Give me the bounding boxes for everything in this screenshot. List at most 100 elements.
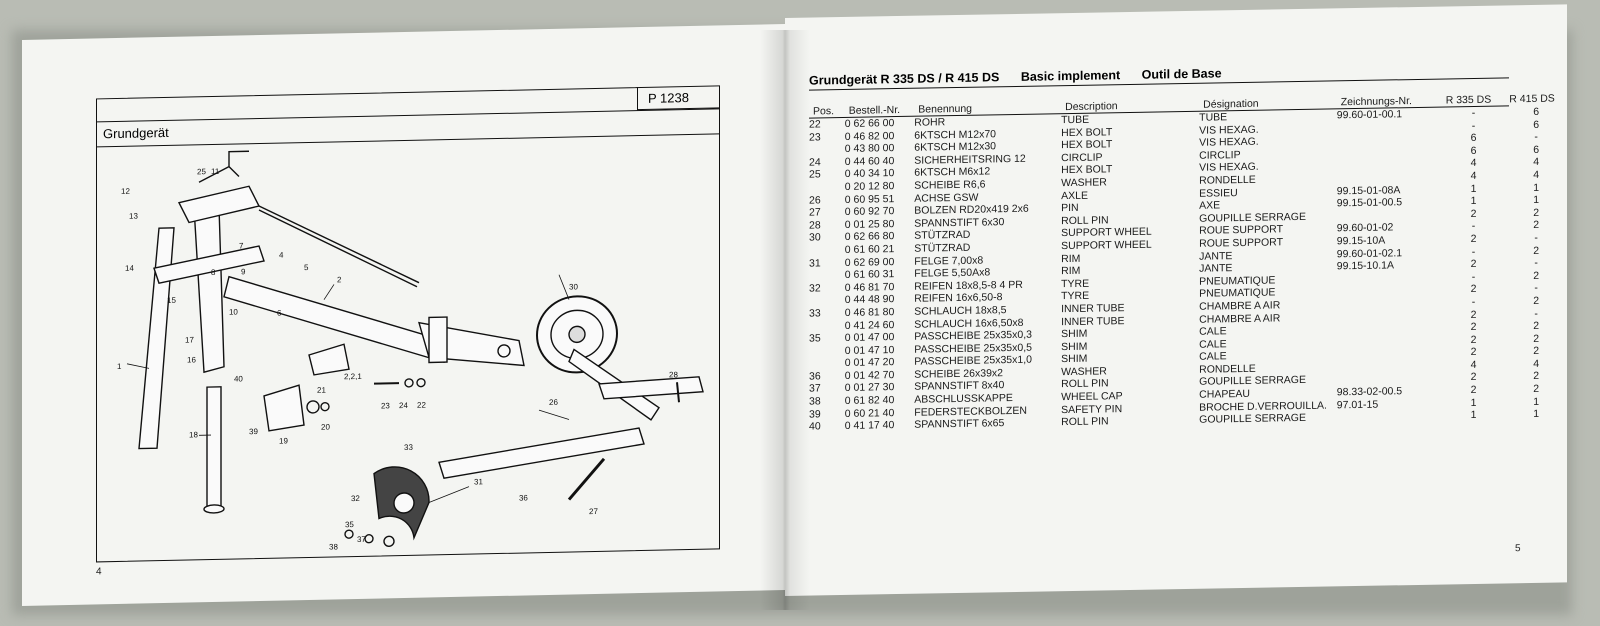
cell-order-no: 0 44 48 90 [844,293,895,307]
cell-pos [809,345,845,358]
svg-text:31: 31 [474,477,483,486]
svg-text:15: 15 [167,296,176,305]
cell-qty-r335: 4 [1470,358,1477,371]
cell-qty-r415: 2 [1533,319,1540,333]
cell-order-no: 0 62 66 80 [844,230,895,244]
svg-text:25: 25 [197,167,206,176]
cell-order-no: 0 44 60 40 [844,154,895,168]
cell-qty-r415: 6 [1533,143,1540,156]
cell-pos [809,269,845,282]
cell-pos [809,357,845,370]
svg-text:10: 10 [229,307,238,316]
svg-text:23: 23 [381,401,390,410]
cell-order-no: 0 46 81 80 [844,305,895,319]
col-header-r335: R 335 DS [1445,93,1492,106]
svg-text:20: 20 [321,423,330,432]
cell-order-no: 0 61 60 31 [844,268,895,282]
svg-text:26: 26 [549,398,558,407]
crank [198,150,249,183]
cell-pos: 22 [809,118,821,131]
cell-order-no: 0 46 81 70 [844,280,895,294]
cell-designation: GOUPILLE SERRAGE [1199,412,1306,427]
support-leg [206,386,222,508]
cell-qty-r335: 1 [1470,182,1477,195]
cell-order-no: 0 43 80 00 [844,142,895,156]
cell-qty-r335: - [1471,295,1476,308]
pin [567,457,606,501]
cell-qty-r335: - [1471,270,1476,283]
cell-order-no: 0 20 12 80 [844,180,895,193]
cell-order-no: 0 40 34 10 [844,167,895,181]
svg-text:17: 17 [185,335,194,344]
cell-qty-r415: 2 [1533,382,1540,396]
svg-text:12: 12 [121,187,130,196]
cell-drawing-no [1337,410,1442,424]
cell-pos: 30 [809,231,821,244]
cell-order-no: 0 01 47 00 [844,331,895,345]
cell-pos: 26 [809,193,821,207]
cell-pos: 32 [809,282,821,295]
cell-qty-r415: 4 [1533,357,1540,370]
cell-qty-r335: 2 [1470,383,1477,397]
frame-leg [138,227,175,450]
cell-order-no: 0 60 92 70 [844,205,895,219]
book-gutter [760,30,810,610]
cell-qty-r335: - [1471,119,1476,132]
cell-qty-r415: 2 [1533,206,1540,219]
cell-qty-r335: 6 [1470,132,1477,145]
cell-order-no: 0 01 47 10 [844,343,895,357]
frame-upright [193,206,225,374]
svg-text:36: 36 [519,493,528,502]
cell-qty-r335: 4 [1470,157,1477,170]
svg-text:38: 38 [329,542,338,551]
cell-qty-r415: - [1534,131,1538,144]
cell-pos: 35 [809,332,821,345]
cell-qty-r335: 2 [1470,283,1477,296]
svg-text:33: 33 [404,443,413,452]
svg-text:24: 24 [399,401,408,410]
drawing-frame: Grundgerät P 1238 [96,85,720,563]
cell-qty-r415: 2 [1533,244,1540,257]
svg-text:16: 16 [187,355,196,364]
cell-qty-r415: 2 [1533,269,1540,282]
cell-qty-r415: 6 [1533,118,1540,131]
cell-qty-r335: 1 [1470,195,1477,208]
cell-qty-r415: - [1534,231,1538,244]
cell-pos: 31 [809,256,821,270]
cell-pos [809,294,845,307]
svg-text:2,2,1: 2,2,1 [344,372,362,381]
cell-pos: 25 [809,168,821,181]
cell-pos [809,143,845,156]
title-de: Grundgerät R 335 DS / R 415 DS [809,70,1000,88]
page-number-left: 4 [96,566,102,578]
svg-text:6: 6 [277,309,282,318]
cell-pos: 27 [809,206,821,219]
cell-qty-r335: 1 [1470,409,1477,422]
cell-qty-r335: 2 [1470,232,1477,245]
cell-order-no: 0 60 95 51 [844,192,895,206]
cell-qty-r415: 4 [1533,156,1540,169]
parts-table: Pos. Bestell.-Nr. Benennung Description … [809,90,1567,433]
cell-pos [809,319,845,332]
cell-qty-r335: 1 [1470,396,1477,409]
cell-order-no: 0 01 42 70 [844,368,895,382]
col-header-order-no: Bestell.-Nr. [848,103,901,117]
cell-qty-r415: 2 [1533,219,1540,232]
cell-pos [809,244,845,257]
cell-qty-r335: 6 [1470,144,1477,157]
cell-order-no: 0 41 17 40 [844,419,895,433]
cell-pos: 36 [809,370,821,383]
cell-qty-r415: - [1534,307,1538,320]
title-fr: Outil de Base [1141,66,1222,82]
cell-order-no: 0 61 82 40 [844,394,895,408]
svg-text:4: 4 [279,251,284,260]
callout-label: 1 [117,362,122,371]
cell-qty-r335: 4 [1470,169,1477,183]
svg-text:19: 19 [279,436,288,445]
cell-order-no: 0 62 69 00 [844,255,895,269]
cell-qty-r415: 2 [1533,370,1540,383]
svg-text:11: 11 [211,167,220,176]
col-header-r415: R 415 DS [1509,92,1555,105]
cell-qty-r415: - [1534,282,1538,295]
